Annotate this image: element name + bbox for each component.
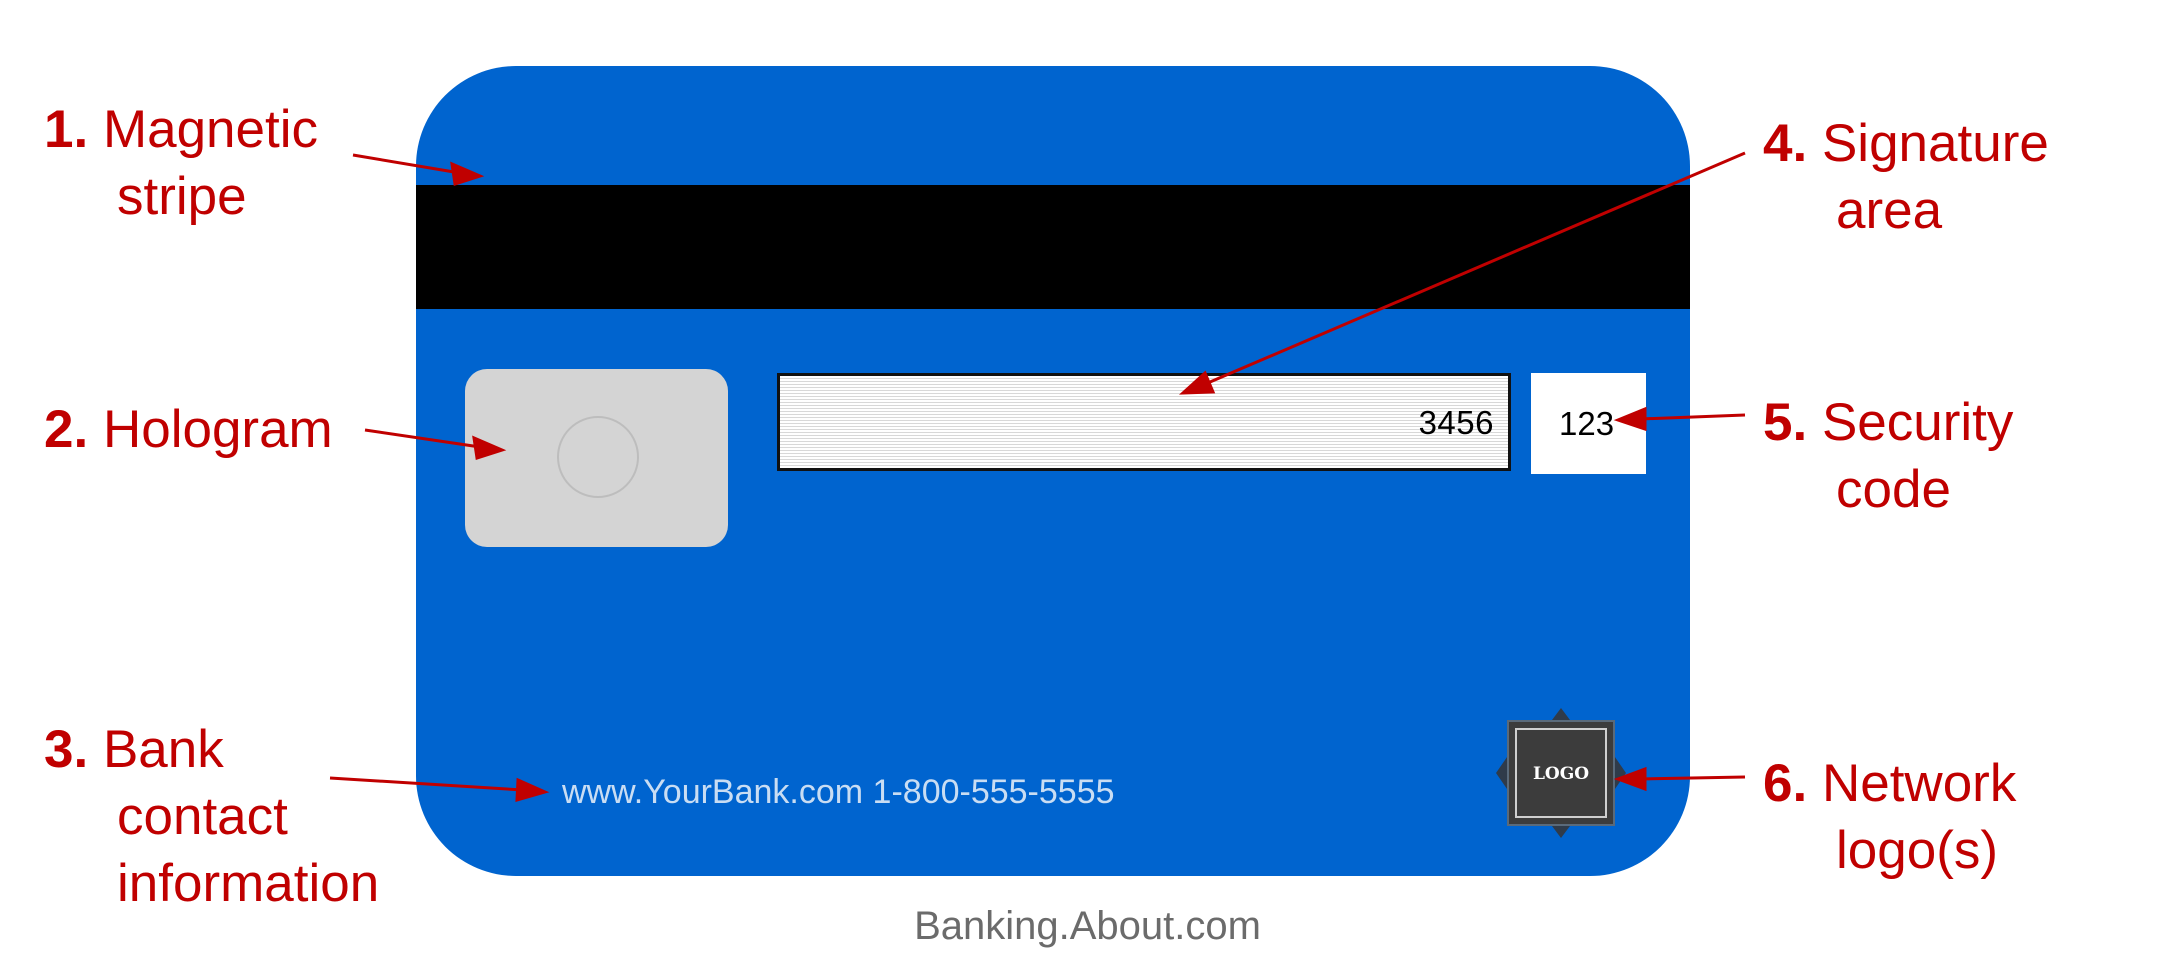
- label-signature-area: 4. Signature area: [1763, 110, 2049, 244]
- credit-card-back: 3456 123 www.YourBank.com 1-800-555-5555…: [416, 66, 1690, 876]
- label-text: Security: [1821, 393, 2014, 452]
- label-text: Bank: [102, 720, 224, 779]
- label-text: contact: [117, 787, 288, 846]
- network-logo-icon: LOGO: [1496, 708, 1626, 838]
- signature-digits: 3456: [1418, 404, 1494, 441]
- label-network-logo: 6. Network logo(s): [1763, 750, 2016, 884]
- label-magnetic-stripe: 1. Magnetic stripe: [44, 96, 318, 230]
- label-text: Hologram: [102, 400, 333, 459]
- label-text: stripe: [117, 167, 247, 226]
- magnetic-stripe: [416, 185, 1690, 309]
- security-code-box: 123: [1531, 373, 1646, 474]
- network-logo: LOGO: [1496, 708, 1626, 838]
- label-number: 3.: [44, 720, 89, 779]
- label-text: Signature: [1821, 114, 2049, 173]
- bank-contact-info: www.YourBank.com 1-800-555-5555: [562, 773, 1115, 811]
- label-text: information: [117, 854, 380, 913]
- label-bank-contact: 3. Bank contact information: [44, 716, 379, 917]
- footer-source: Banking.About.com: [914, 904, 1261, 948]
- label-text: logo(s): [1836, 821, 1999, 880]
- label-number: 1.: [44, 100, 89, 159]
- label-text: code: [1836, 460, 1951, 519]
- network-logo-text: LOGO: [1533, 764, 1589, 784]
- label-number: 6.: [1763, 754, 1808, 813]
- label-number: 5.: [1763, 393, 1808, 452]
- label-number: 4.: [1763, 114, 1808, 173]
- hologram: [465, 369, 728, 547]
- label-text: Network: [1821, 754, 2017, 813]
- label-text: Magnetic: [102, 100, 318, 159]
- security-code: 123: [1559, 405, 1615, 442]
- label-hologram: 2. Hologram: [44, 396, 333, 463]
- hologram-ring: [557, 416, 639, 498]
- label-number: 2.: [44, 400, 89, 459]
- label-text: area: [1836, 181, 1943, 240]
- label-security-code: 5. Security code: [1763, 389, 2013, 523]
- signature-area: 3456: [777, 373, 1511, 471]
